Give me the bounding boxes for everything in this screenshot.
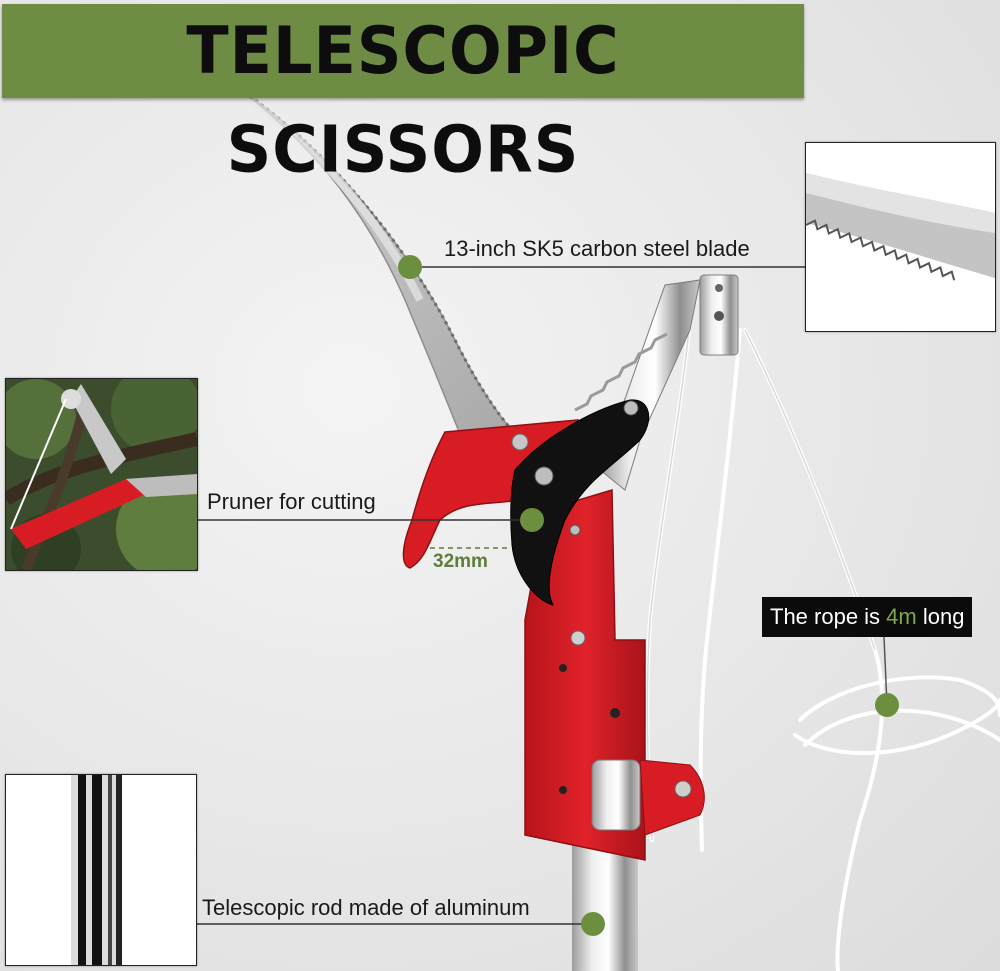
blade-closeup-image: [806, 143, 995, 331]
rope-text-prefix: The rope is: [770, 604, 887, 629]
blade-callout: 13-inch SK5 carbon steel blade: [444, 236, 750, 261]
rod-callout: Telescopic rod made of aluminum: [202, 895, 530, 920]
rod-marker: [581, 912, 605, 936]
opening-size-label: 32mm: [433, 551, 488, 572]
rod-closeup-inset: [5, 774, 197, 966]
pruner-marker: [520, 508, 544, 532]
rope-callout: The rope is 4m long: [762, 597, 973, 637]
spring: [574, 332, 668, 412]
tree-photo-image: [6, 379, 197, 570]
rope-marker: [875, 693, 899, 717]
rope-text-suffix: long: [916, 604, 965, 629]
black-jaw: [510, 399, 650, 606]
blade-closeup-inset: [805, 142, 996, 332]
rope: [645, 318, 1000, 971]
rod-closeup-image: [6, 775, 196, 965]
lever-clip: [639, 759, 705, 836]
tree-photo-inset: [5, 378, 198, 571]
page-title: TELESCOPIC SCISSORS: [186, 12, 620, 188]
blade-marker: [398, 255, 422, 279]
rope-length-value: 4m: [886, 604, 917, 629]
pruner-callout: Pruner for cutting: [207, 489, 376, 514]
title-banner: TELESCOPIC SCISSORS: [2, 4, 804, 188]
